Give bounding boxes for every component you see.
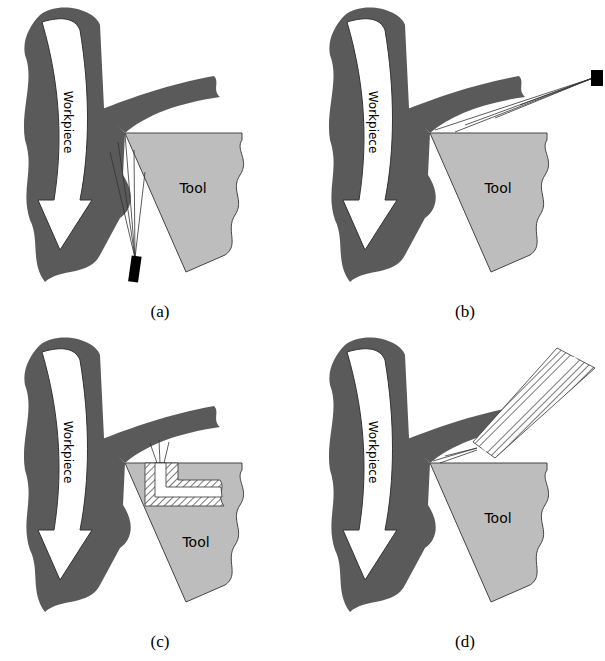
workpiece-label: Workpiece [62,91,74,154]
panel-b [329,8,603,282]
workpiece-label: Workpiece [62,421,74,484]
tool-label: Tool [182,535,209,549]
workpiece-label: Workpiece [367,91,379,154]
tool-label: Tool [484,181,511,195]
panel-caption: (d) [455,633,475,650]
panel-a [24,8,244,283]
panel-caption: (b) [455,303,475,320]
panel-caption: (c) [151,633,170,650]
tool-label: Tool [179,181,206,195]
workpiece-label: Workpiece [367,421,379,484]
panel-c [24,338,244,612]
panel-d [329,338,595,612]
tool-label: Tool [484,511,511,525]
panel-caption: (a) [151,303,170,320]
